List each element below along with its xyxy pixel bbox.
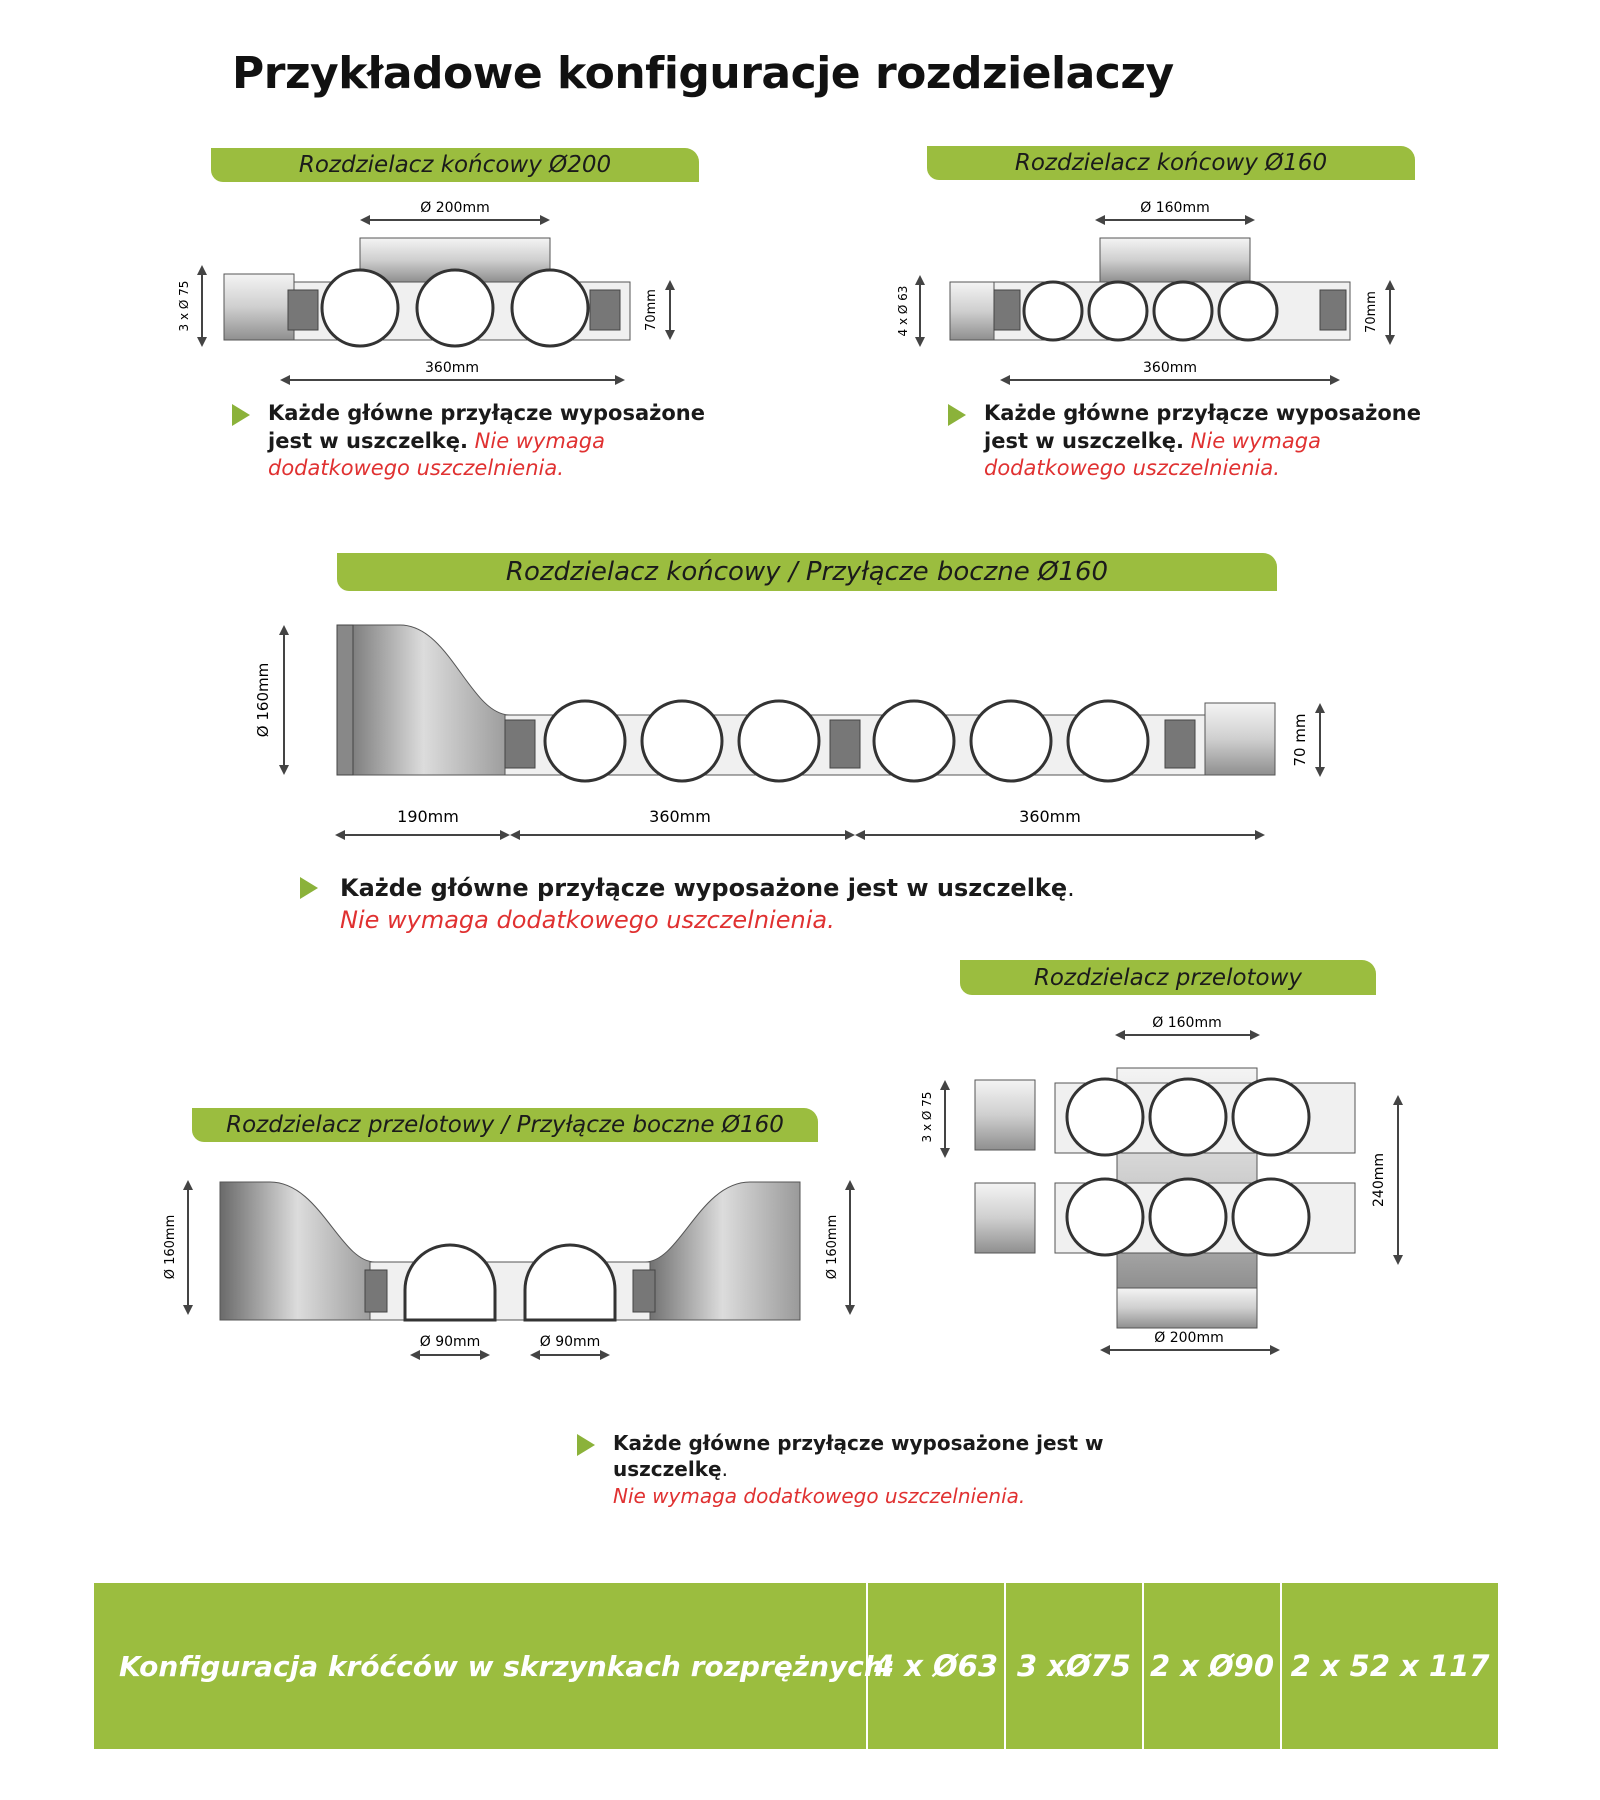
banner-end-side-160: Rozdzielacz końcowy / Przyłącze boczne Ø… — [337, 553, 1277, 591]
note-section-1: Każde główne przyłącze wyposażone jest w… — [232, 400, 712, 483]
height-label: 240mm — [1371, 1153, 1387, 1207]
note-period: . — [1067, 874, 1075, 902]
top-diameter-label: Ø 160mm — [1140, 200, 1209, 216]
note-bold-1: Każde główne przyłącze wyposażone — [984, 401, 1421, 425]
banner-end-manifold-200: Rozdzielacz końcowy Ø200 — [211, 148, 699, 182]
note-period: . — [721, 1457, 728, 1482]
outlet-2-label: Ø 90mm — [540, 1334, 601, 1350]
note-red: Nie wymaga dodatkowego uszczelnienia. — [613, 1483, 1026, 1508]
left-outlets-label: 3 x Ø 75 — [177, 281, 191, 332]
config-value-75: 3 xØ75 — [1004, 1583, 1142, 1749]
note-bold-2: uszczelkę — [613, 1457, 722, 1482]
config-value-52x117: 2 x 52 x 117 — [1280, 1583, 1498, 1749]
height-label: 70 mm — [1291, 713, 1309, 766]
config-table: Konfiguracja króćców w skrzynkach rozprę… — [94, 1583, 1498, 1749]
banner-pass-through: Rozdzielacz przelotowy — [960, 960, 1376, 995]
length-190-label: 190mm — [397, 807, 459, 826]
top-diameter-label: Ø 200mm — [420, 200, 489, 216]
height-label: 70mm — [644, 289, 659, 331]
length-360-label-1: 360mm — [649, 807, 711, 826]
right-diameter-label: Ø 160mm — [825, 1215, 840, 1280]
config-value-90: 2 x Ø90 — [1142, 1583, 1280, 1749]
bullet-arrow-icon — [948, 404, 966, 426]
diagram-pass-through: Ø 160mm 3 x Ø 75 240mm Ø 200mm — [920, 1015, 1403, 1355]
note-red: Nie wymaga dodatkowego uszczelnienia. — [340, 905, 835, 934]
page-title: Przykładowe konfiguracje rozdzielaczy — [232, 48, 1174, 99]
note-bold-2: jest w uszczelkę. — [984, 428, 1184, 453]
height-label: 70mm — [1364, 291, 1379, 333]
diagram-end-manifold-200: Ø 200mm 3 x Ø 75 70mm 360mm — [177, 200, 675, 385]
note-red: Nie wymaga dodatkowego uszczelnienia. — [984, 428, 1321, 481]
side-diameter-label: Ø 160mm — [254, 663, 272, 737]
bottom-diameter-label: Ø 200mm — [1154, 1330, 1223, 1346]
note-red: Nie wymaga dodatkowego uszczelnienia. — [268, 428, 605, 481]
note-bold-2: jest w uszczelkę. — [268, 428, 468, 453]
banner-pass-through-side-160: Rozdzielacz przelotowy / Przyłącze boczn… — [192, 1108, 818, 1142]
bullet-arrow-icon — [577, 1434, 595, 1456]
note-bold-1: Każde główne przyłącze wyposażone jest w… — [340, 874, 1068, 902]
left-outlets-label: 4 x Ø 63 — [896, 286, 910, 337]
diagram-pass-through-side-160: Ø 160mm Ø 160mm Ø 90mm Ø 90mm — [163, 1180, 855, 1360]
left-diameter-label: Ø 160mm — [163, 1215, 178, 1280]
note-bold-1: Każde główne przyłącze wyposażone — [268, 401, 705, 425]
config-value-63: 4 x Ø63 — [866, 1583, 1004, 1749]
bullet-arrow-icon — [232, 404, 250, 426]
banner-end-manifold-160: Rozdzielacz końcowy Ø160 — [927, 146, 1415, 180]
outlet-1-label: Ø 90mm — [420, 1334, 481, 1350]
note-bold-1: Każde główne przyłącze wyposażone jest w — [613, 1431, 1104, 1455]
diagram-end-side-160: Ø 160mm 70 mm 190mm 360mm 360mm — [254, 624, 1325, 840]
note-section-5: Każde główne przyłącze wyposażone jest w… — [577, 1430, 1137, 1509]
config-label: Konfiguracja króćców w skrzynkach rozprę… — [119, 1649, 895, 1683]
left-outlets-label: 3 x Ø 75 — [920, 1092, 934, 1143]
length-label: 360mm — [1143, 360, 1197, 376]
note-section-2: Każde główne przyłącze wyposażone jest w… — [948, 400, 1428, 483]
bullet-arrow-icon — [300, 877, 318, 899]
length-360-label-2: 360mm — [1019, 807, 1081, 826]
note-section-3: Każde główne przyłącze wyposażone jest w… — [300, 873, 1200, 936]
top-diameter-label: Ø 160mm — [1152, 1015, 1221, 1031]
length-label: 360mm — [425, 360, 479, 376]
diagram-end-manifold-160: Ø 160mm 4 x Ø 63 70mm 360mm — [896, 200, 1395, 385]
